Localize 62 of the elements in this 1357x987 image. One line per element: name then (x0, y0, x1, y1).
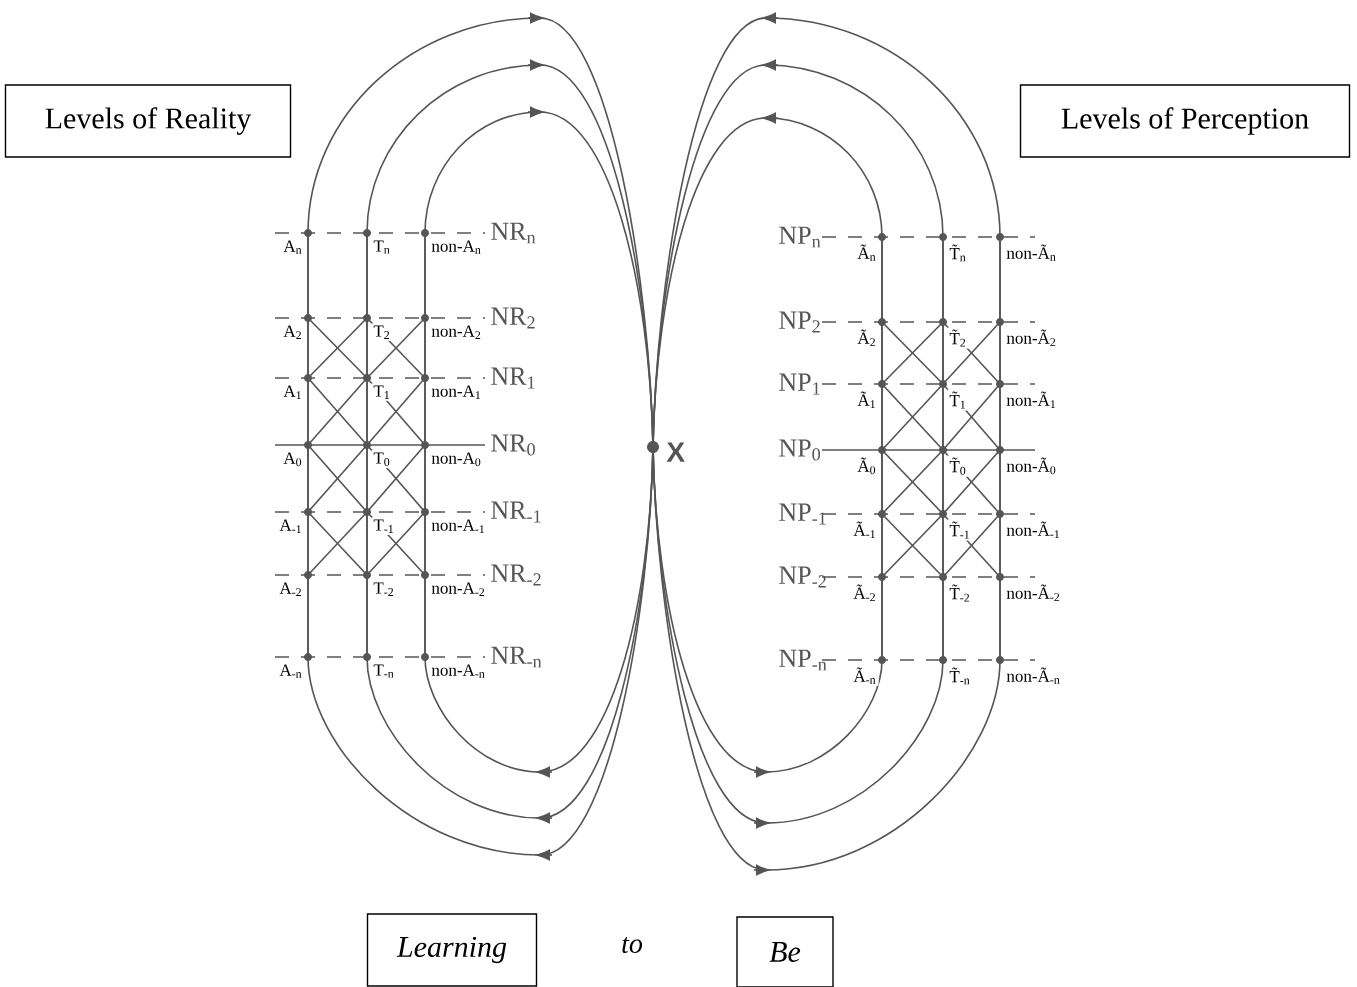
point-label: non-Ã$_{1}$ (1004, 389, 1059, 410)
point-label: non-A$_{0}$ (429, 450, 484, 469)
point-label: T$_{n}$ (371, 238, 393, 256)
point-label: A$_{2}$ (281, 323, 305, 341)
point-label: Ã$_{0}$ (855, 455, 879, 477)
point-label: non-Ã$_{-1}$ (1004, 519, 1063, 540)
level-label: NP$_{-n}$ (779, 649, 827, 671)
point-label: T$_{1}$ (371, 383, 393, 401)
text-box: Learning (366, 913, 538, 987)
level-label: NP$_{-2}$ (779, 566, 826, 588)
point-label: non-A$_{1}$ (429, 383, 484, 401)
word-label: to (622, 937, 643, 954)
text-box: Levels of Reality (4, 84, 292, 158)
point-label: Ã$_{2}$ (855, 327, 879, 348)
point-label: Ã$_{-1}$ (851, 519, 879, 540)
point-label: non-A$_{-1}$ (429, 517, 488, 535)
point-label: T$_{-1}$ (371, 517, 397, 535)
point-label: non-Ã$_{2}$ (1004, 327, 1059, 348)
point-label: non-A$_{-2}$ (429, 580, 488, 598)
point-label: A$_{-2}$ (277, 580, 305, 598)
point-label: Ã$_{n}$ (855, 242, 879, 263)
point-label: A$_{0}$ (281, 450, 305, 469)
level-label: NR$_{0}$ (491, 434, 535, 456)
point-label: T$_{0}$ (371, 450, 393, 469)
level-label: NR$_{n}$ (491, 222, 536, 244)
level-label: NR$_{-1}$ (491, 501, 541, 523)
point-label: non-Ã$_{0}$ (1004, 455, 1059, 477)
level-label: NP$_{n}$ (779, 226, 821, 248)
point-label: non-Ã$_{-n}$ (1004, 665, 1063, 686)
level-label: NP$_{0}$ (779, 439, 821, 461)
level-label: NR$_{-n}$ (491, 646, 542, 668)
point-label: non-A$_{n}$ (429, 238, 484, 256)
point-label: A$_{1}$ (281, 383, 305, 401)
point-label: T$_{2}$ (371, 323, 393, 341)
point-label: non-Ã$_{-2}$ (1004, 582, 1063, 603)
point-label: T$_{-n}$ (371, 662, 397, 680)
point-label: T̃$_{-1}$ (947, 519, 973, 541)
point-label: A$_{-n}$ (277, 662, 305, 680)
point-label: X (666, 442, 685, 462)
point-label: T̃$_{0}$ (947, 455, 969, 477)
level-label: NR$_{1}$ (491, 367, 535, 389)
text-box: Be (736, 916, 834, 987)
point-label: T̃$_{n}$ (947, 242, 969, 264)
point-label: A$_{-1}$ (277, 517, 305, 535)
point-label: non-A$_{2}$ (429, 323, 484, 341)
point-label: T̃$_{1}$ (947, 389, 969, 411)
level-label: NR$_{-2}$ (491, 564, 541, 586)
point-label: A$_{n}$ (281, 238, 305, 256)
point-label: T̃$_{-2}$ (947, 582, 973, 604)
point-label: non-Ã$_{n}$ (1004, 242, 1059, 263)
text-box: Levels of Perception (1019, 84, 1351, 158)
point-label: Ã$_{-2}$ (851, 582, 879, 603)
point-label: Ã$_{-n}$ (851, 665, 879, 686)
point-label: T̃$_{-n}$ (947, 665, 973, 687)
point-label: T$_{-2}$ (371, 580, 397, 598)
point-label: T̃$_{2}$ (947, 327, 969, 349)
point-label: Ã$_{1}$ (855, 389, 879, 410)
level-label: NP$_{2}$ (779, 311, 820, 333)
point-label: non-A$_{-n}$ (429, 662, 488, 680)
level-label: NP$_{1}$ (779, 373, 820, 395)
level-label: NR$_{2}$ (491, 307, 535, 329)
level-label: NP$_{-1}$ (779, 503, 826, 525)
